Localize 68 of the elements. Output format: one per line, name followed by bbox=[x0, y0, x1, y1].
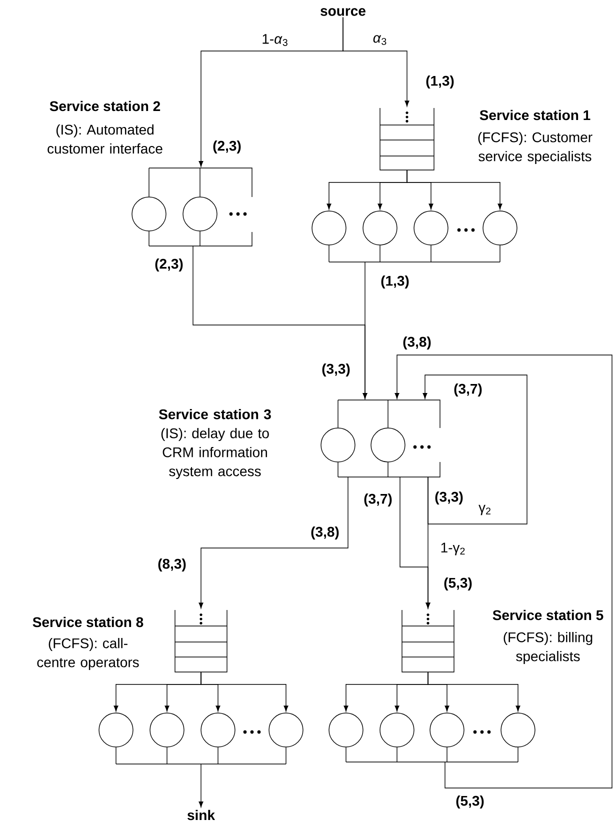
connector-line bbox=[446, 747, 448, 762]
server-circle bbox=[482, 210, 518, 246]
route-label: (5,3) bbox=[444, 577, 472, 591]
station-heading: Service station 8 bbox=[32, 616, 144, 628]
arrow bbox=[198, 476, 348, 608]
bus-bar bbox=[338, 400, 440, 428]
station-heading: Service station 1 bbox=[480, 110, 590, 120]
connector-line bbox=[430, 245, 432, 262]
edge-label: (1,3) bbox=[380, 274, 410, 290]
queue-drawing bbox=[402, 610, 454, 672]
server-circle bbox=[268, 712, 304, 748]
server-circle bbox=[98, 712, 134, 748]
station-description: (FCFS): billing specialists bbox=[504, 632, 592, 664]
route-label: (2,3) bbox=[213, 140, 241, 154]
server-circle bbox=[182, 196, 218, 232]
bus-bar bbox=[148, 232, 252, 246]
server-circle bbox=[328, 712, 364, 748]
server-circle bbox=[380, 712, 414, 748]
arrow bbox=[394, 354, 612, 788]
connector-line bbox=[166, 747, 168, 764]
station-description: (FCFS): Customer service specialists bbox=[478, 132, 592, 164]
bus-bar bbox=[338, 462, 440, 478]
route-label: (3,3) bbox=[322, 363, 350, 377]
edge-label: 1-γ$_{2}$ bbox=[439, 542, 467, 556]
bus-bar bbox=[148, 168, 252, 198]
queue-drawing bbox=[174, 610, 228, 672]
route-label: (3,7) bbox=[454, 383, 482, 397]
station-description: Service station 3 (IS): delay due to CRM information system access bbox=[159, 408, 271, 480]
server-circle bbox=[200, 712, 236, 748]
route-label: (1,3) bbox=[426, 75, 454, 89]
server-circle bbox=[370, 428, 406, 462]
route-label: (3,8) bbox=[403, 336, 431, 350]
connector-line bbox=[328, 245, 330, 262]
queue-drawing bbox=[380, 108, 434, 170]
arrow bbox=[400, 476, 430, 608]
arrow bbox=[422, 374, 528, 524]
terminal-label: sink bbox=[187, 810, 216, 820]
arrow bbox=[428, 672, 520, 712]
edge-label: γ$_{2}$ bbox=[478, 504, 492, 516]
station-heading: Service station 2 bbox=[50, 100, 160, 112]
server-circle bbox=[320, 428, 356, 462]
edge-label: 1-α$_{3}$ bbox=[260, 33, 290, 47]
server-circle bbox=[500, 712, 536, 748]
server-circle bbox=[362, 210, 398, 246]
arrow bbox=[198, 764, 204, 808]
edge-label: α$_{3}$ bbox=[372, 34, 388, 46]
edge-label: (3,7) bbox=[362, 492, 394, 508]
server-circle bbox=[430, 712, 464, 748]
server-circle bbox=[414, 210, 448, 246]
route-label: (3,3) bbox=[435, 491, 463, 505]
server-circle bbox=[150, 712, 184, 748]
edge-label: (3,8) bbox=[310, 525, 340, 541]
arrow bbox=[200, 672, 288, 712]
connector-line bbox=[396, 747, 398, 762]
edge-label: (5,3) bbox=[454, 794, 486, 810]
connector-line bbox=[148, 168, 150, 197]
route-label: (8,3) bbox=[158, 558, 186, 572]
server-circle bbox=[312, 210, 346, 246]
station-heading: Service station 5 bbox=[492, 610, 604, 620]
edge-label: (2,3) bbox=[154, 257, 184, 273]
terminal-label: source bbox=[320, 8, 366, 16]
arrow bbox=[406, 170, 502, 210]
arrow bbox=[362, 262, 368, 399]
arrow bbox=[342, 16, 410, 106]
station-description: (FCFS): call-centre operators bbox=[37, 638, 139, 670]
server-circle bbox=[132, 196, 166, 232]
connector-line bbox=[148, 231, 150, 246]
station-description: (IS): Automated customer interface bbox=[48, 124, 162, 154]
